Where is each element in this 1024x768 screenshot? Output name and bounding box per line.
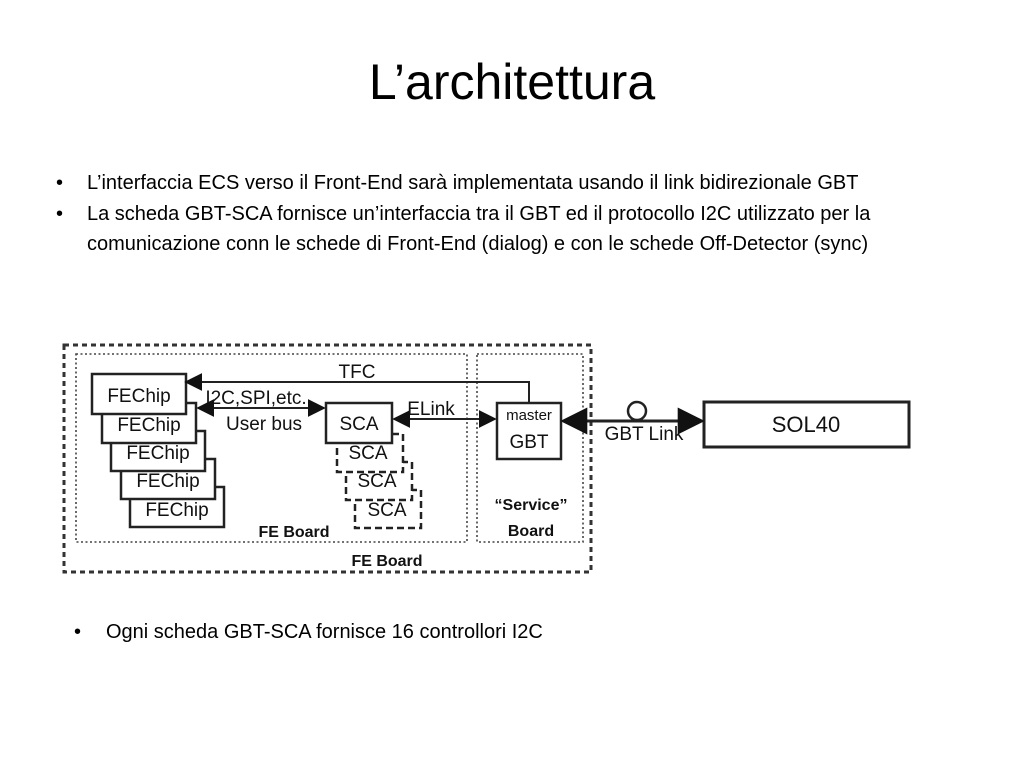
connector-circle (626, 400, 648, 422)
service-board-label: “Service” (495, 497, 568, 514)
service-board-label: Board (508, 523, 554, 540)
bullet-item: La scheda GBT-SCA fornisce un’interfacci… (56, 199, 956, 260)
fechip-label: FEChip (117, 415, 180, 436)
bottom-bullet-list: Ogni scheda GBT-SCA fornisce 16 controll… (74, 617, 974, 647)
fe-board-inner-label: FE Board (258, 524, 329, 541)
fechip-box (90, 372, 188, 416)
fe-board-outer-label: FE Board (351, 553, 422, 570)
sca-box (324, 401, 394, 445)
sol40-box (702, 400, 911, 449)
sca-label: SCA (357, 471, 396, 492)
sol40-label: SOL40 (772, 412, 841, 437)
fe-board-outer-border (62, 343, 593, 574)
tfc-label: TFC (339, 362, 376, 383)
user-bus-label: User bus (226, 414, 302, 435)
bullet-item: L’interfaccia ECS verso il Front-End sar… (56, 168, 956, 199)
service-board-border (476, 353, 584, 543)
bullet-item: Ogni scheda GBT-SCA fornisce 16 controll… (74, 617, 974, 647)
fe-board-inner-border (75, 353, 468, 543)
fechip-label: FEChip (126, 443, 189, 464)
fechip-label: FEChip (136, 471, 199, 492)
slide-title: L’architettura (368, 54, 656, 110)
master-label: master (506, 407, 552, 424)
gbt-link-label: GBT Link (605, 424, 684, 445)
sca-label: SCA (367, 500, 406, 521)
fechip-label: FEChip (107, 386, 170, 407)
fechip-label: FEChip (145, 500, 208, 521)
tfc-arrow (184, 373, 530, 403)
i2c-label: I2C,SPI,etc. (205, 388, 306, 409)
sca-label: SCA (339, 414, 378, 435)
sca-label: SCA (348, 443, 387, 464)
master-gbt-box (495, 401, 563, 461)
bullet-list: L’interfaccia ECS verso il Front-End sar… (56, 168, 956, 260)
elink-label: ELink (407, 399, 455, 420)
gbt-label: GBT (509, 432, 548, 453)
